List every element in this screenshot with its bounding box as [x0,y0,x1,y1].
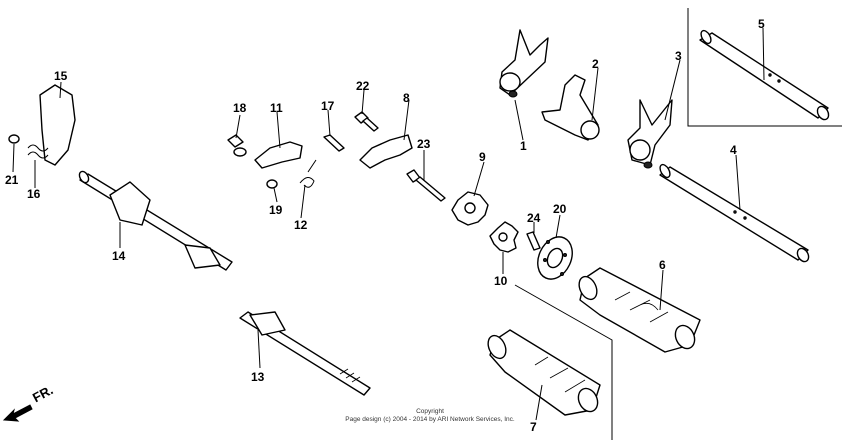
part-5-fork-shaft [699,29,830,121]
callout-11: 11 [270,101,283,115]
part-4-fork-shaft [659,163,810,263]
front-direction-arrow [2,404,33,422]
leader-lines [12,27,765,421]
part-23-bolt [406,169,446,202]
part-21-clip [8,134,20,144]
callout-14: 14 [112,249,126,263]
callout-12: 12 [294,218,308,232]
copyright-notice: Copyright Page design (c) 2004 - 2014 by… [330,408,530,424]
callout-3: 3 [675,49,682,63]
callout-23: 23 [417,137,431,151]
part-13-spindle [239,311,371,396]
part-20-bearing [537,236,573,280]
part-11-stopper-arm [254,141,303,169]
callout-13: 13 [251,370,265,384]
callout-9: 9 [479,150,486,164]
callout-5: 5 [758,17,765,31]
part-19-washer [266,179,278,189]
part-1-shift-fork [499,29,549,98]
callout-2: 2 [592,57,599,71]
part-8-stopper-plate [359,134,413,169]
copyright-text: Page design (c) 2004 - 2014 by ARI Netwo… [345,416,515,423]
callout-18: 18 [233,101,247,115]
copyright-title: Copyright [416,408,444,415]
callout-19: 19 [269,203,283,217]
part-15-guide-plate [39,84,76,166]
callout-22: 22 [356,79,370,93]
drum-section-frame [514,284,613,440]
callout-4: 4 [730,143,737,157]
part-12-spring [299,159,317,188]
callout-16: 16 [27,187,41,201]
shaft-5-box-frame [687,8,842,127]
callout-24: 24 [527,211,541,225]
callout-21: 21 [5,173,19,187]
callout-20: 20 [553,202,567,216]
part-24-pin [526,231,541,251]
part-7-shift-drum [487,329,601,416]
part-6-shift-drum [578,267,701,353]
part-18-bolt [227,134,247,157]
part-2-shift-fork [541,74,600,141]
part-22-bolt [354,111,379,132]
callout-10: 10 [494,274,508,288]
part-16-spring [27,144,49,159]
callout-7: 7 [530,420,537,434]
callout-17: 17 [321,99,335,113]
callout-8: 8 [403,91,410,105]
callout-1: 1 [520,139,527,153]
part-3-shift-fork [627,99,673,169]
callout-6: 6 [659,258,666,272]
part-10-star-plate [489,221,519,253]
part-17-screw [323,134,345,152]
part-9-star-cam [451,191,489,226]
part-14-gearshift-spindle [78,170,233,271]
callout-15: 15 [54,69,68,83]
